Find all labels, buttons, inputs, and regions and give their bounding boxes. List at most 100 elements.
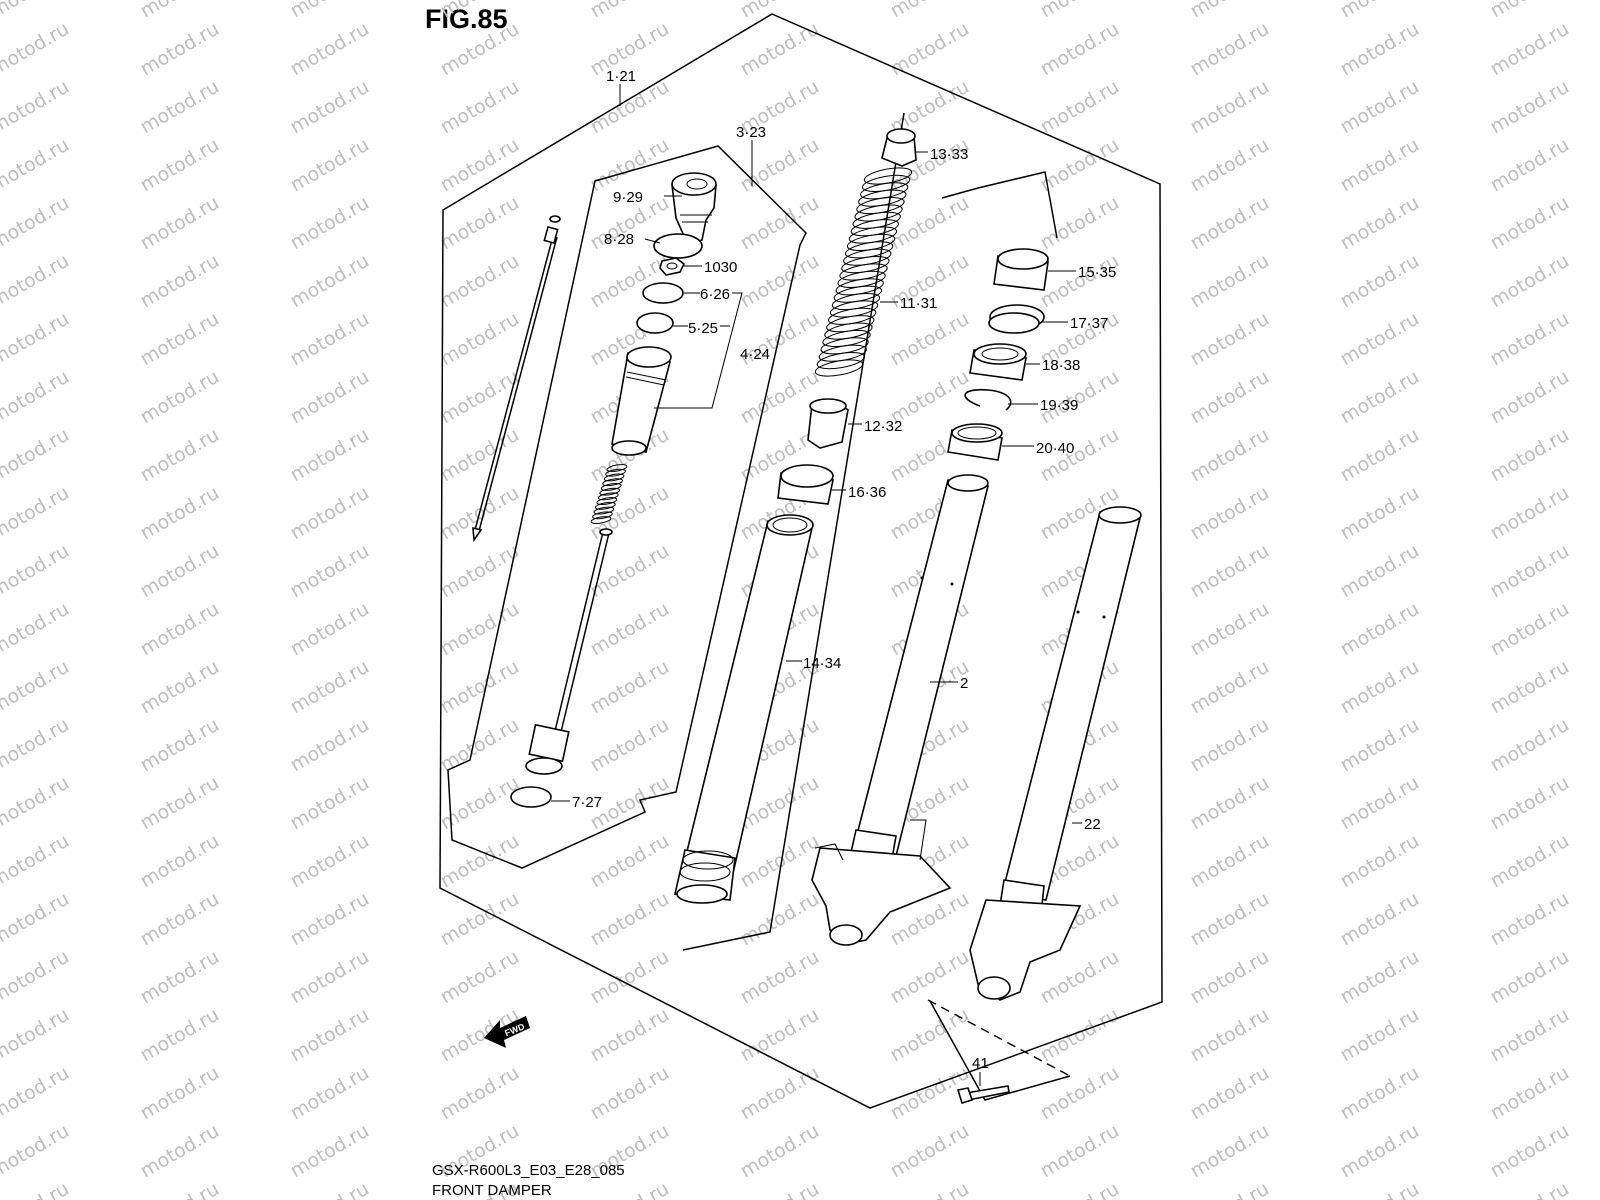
bolt xyxy=(956,1085,1010,1104)
callout-9-29: 9·29 xyxy=(613,189,643,206)
callout-4-24: 4·24 xyxy=(740,346,770,363)
svg-text:motod.ru: motod.ru xyxy=(1187,946,1273,1009)
callout-8-28: 8·28 xyxy=(604,231,634,248)
svg-text:motod.ru: motod.ru xyxy=(287,134,373,197)
outer-tube xyxy=(811,474,989,946)
svg-text:motod.ru: motod.ru xyxy=(0,1120,73,1183)
svg-text:motod.ru: motod.ru xyxy=(1187,1062,1273,1125)
svg-text:motod.ru: motod.ru xyxy=(137,250,223,313)
svg-text:motod.ru: motod.ru xyxy=(737,830,823,893)
svg-text:motod.ru: motod.ru xyxy=(1337,76,1423,139)
callout-17-37: 17·37 xyxy=(1070,315,1108,332)
svg-text:motod.ru: motod.ru xyxy=(437,540,523,603)
svg-text:motod.ru: motod.ru xyxy=(287,1062,373,1125)
svg-text:motod.ru: motod.ru xyxy=(737,192,823,255)
svg-text:motod.ru: motod.ru xyxy=(1337,946,1423,1009)
callout-20-40: 20·40 xyxy=(1036,440,1074,457)
svg-text:motod.ru: motod.ru xyxy=(137,192,223,255)
callout-15-35: 15·35 xyxy=(1078,264,1116,281)
svg-text:motod.ru: motod.ru xyxy=(1487,888,1573,951)
ring-5 xyxy=(636,312,674,334)
svg-text:motod.ru: motod.ru xyxy=(1187,1004,1273,1067)
svg-text:motod.ru: motod.ru xyxy=(1187,714,1273,777)
spring-collar xyxy=(881,128,917,167)
svg-text:motod.ru: motod.ru xyxy=(1037,192,1123,255)
svg-text:motod.ru: motod.ru xyxy=(587,1004,673,1067)
svg-text:motod.ru: motod.ru xyxy=(287,424,373,487)
svg-text:motod.ru: motod.ru xyxy=(0,366,73,429)
svg-text:motod.ru: motod.ru xyxy=(287,250,373,313)
svg-text:motod.ru: motod.ru xyxy=(287,1120,373,1183)
outer-tube-group-outline xyxy=(941,187,979,199)
svg-text:motod.ru: motod.ru xyxy=(0,482,73,545)
svg-text:motod.ru: motod.ru xyxy=(1337,18,1423,81)
figure-name: FRONT DAMPER xyxy=(432,1182,552,1199)
svg-text:motod.ru: motod.ru xyxy=(737,1004,823,1067)
svg-text:motod.ru: motod.ru xyxy=(0,946,73,1009)
inner-tube xyxy=(674,514,814,904)
svg-text:motod.ru: motod.ru xyxy=(287,656,373,719)
svg-text:motod.ru: motod.ru xyxy=(1187,772,1273,835)
svg-text:motod.ru: motod.ru xyxy=(1037,134,1123,197)
svg-text:motod.ru: motod.ru xyxy=(737,946,823,1009)
callout-labels: 1·21 3·23 9·29 8·28 1030 6·26 5·25 4·24 … xyxy=(572,68,1116,1072)
svg-text:motod.ru: motod.ru xyxy=(1337,134,1423,197)
svg-text:motod.ru: motod.ru xyxy=(1187,308,1273,371)
svg-text:motod.ru: motod.ru xyxy=(1337,482,1423,545)
svg-text:motod.ru: motod.ru xyxy=(1487,714,1573,777)
svg-text:motod.ru: motod.ru xyxy=(0,18,73,81)
svg-text:motod.ru: motod.ru xyxy=(1337,714,1423,777)
rebound-spring xyxy=(590,464,628,524)
svg-text:motod.ru: motod.ru xyxy=(1487,308,1573,371)
svg-text:motod.ru: motod.ru xyxy=(137,76,223,139)
bushing-15 xyxy=(993,248,1049,291)
svg-text:motod.ru: motod.ru xyxy=(587,946,673,1009)
svg-text:motod.ru: motod.ru xyxy=(1487,424,1573,487)
svg-text:motod.ru: motod.ru xyxy=(1187,830,1273,893)
svg-text:motod.ru: motod.ru xyxy=(0,192,73,255)
svg-text:motod.ru: motod.ru xyxy=(137,1120,223,1183)
svg-text:motod.ru: motod.ru xyxy=(287,192,373,255)
svg-text:motod.ru: motod.ru xyxy=(287,366,373,429)
svg-text:motod.ru: motod.ru xyxy=(287,308,373,371)
svg-text:motod.ru: motod.ru xyxy=(437,946,523,1009)
svg-text:motod.ru: motod.ru xyxy=(887,308,973,371)
svg-text:motod.ru: motod.ru xyxy=(1337,1120,1423,1183)
callout-5-25: 5·25 xyxy=(688,320,718,337)
svg-text:motod.ru: motod.ru xyxy=(1187,250,1273,313)
damper-cylinder xyxy=(611,346,672,456)
sub-assembly-outline xyxy=(447,145,807,869)
callout-41: 41 xyxy=(972,1055,989,1072)
outer-tube-22 xyxy=(969,506,1142,1001)
svg-text:motod.ru: motod.ru xyxy=(887,1004,973,1067)
svg-text:motod.ru: motod.ru xyxy=(137,714,223,777)
svg-text:motod.ru: motod.ru xyxy=(0,772,73,835)
svg-text:motod.ru: motod.ru xyxy=(287,830,373,893)
lock-nut xyxy=(659,257,686,276)
fork-cap xyxy=(671,172,717,245)
svg-text:motod.ru: motod.ru xyxy=(1487,18,1573,81)
svg-text:motod.ru: motod.ru xyxy=(0,424,73,487)
svg-text:motod.ru: motod.ru xyxy=(587,888,673,951)
svg-text:motod.ru: motod.ru xyxy=(1187,888,1273,951)
svg-text:motod.ru: motod.ru xyxy=(1337,830,1423,893)
svg-text:motod.ru: motod.ru xyxy=(1487,1004,1573,1067)
callout-11-31: 11·31 xyxy=(900,295,937,312)
svg-text:motod.ru: motod.ru xyxy=(1487,1120,1573,1183)
svg-text:motod.ru: motod.ru xyxy=(1187,76,1273,139)
svg-text:motod.ru: motod.ru xyxy=(287,946,373,1009)
svg-text:motod.ru: motod.ru xyxy=(587,656,673,719)
svg-text:motod.ru: motod.ru xyxy=(1337,192,1423,255)
svg-text:motod.ru: motod.ru xyxy=(0,656,73,719)
svg-text:motod.ru: motod.ru xyxy=(587,1062,673,1125)
svg-text:motod.ru: motod.ru xyxy=(137,830,223,893)
svg-text:motod.ru: motod.ru xyxy=(1037,250,1123,313)
spacer xyxy=(807,398,849,449)
svg-text:motod.ru: motod.ru xyxy=(1337,540,1423,603)
svg-text:motod.ru: motod.ru xyxy=(437,656,523,719)
bolt-dash-line xyxy=(927,999,1071,1077)
piston-rod xyxy=(525,528,613,775)
svg-text:motod.ru: motod.ru xyxy=(437,76,523,139)
svg-text:motod.ru: motod.ru xyxy=(887,18,973,81)
svg-text:motod.ru: motod.ru xyxy=(737,1062,823,1125)
